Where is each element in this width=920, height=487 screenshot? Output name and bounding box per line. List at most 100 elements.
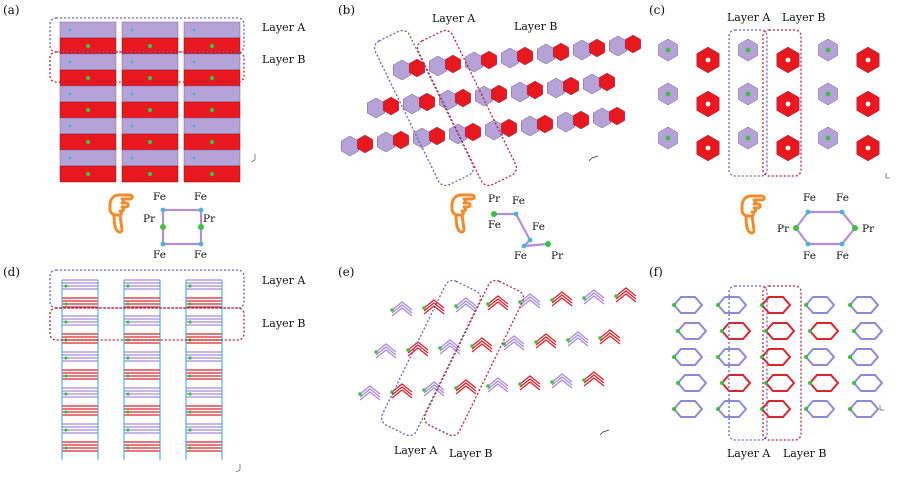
fe-atom xyxy=(130,124,134,128)
fe-polyhedron xyxy=(465,122,481,142)
hexagon-ring xyxy=(672,296,704,314)
pr-atom xyxy=(808,329,812,333)
pr-atom xyxy=(566,338,570,342)
pr-atom xyxy=(188,374,192,378)
zigzag-segment xyxy=(599,335,621,345)
panel-e-layer-b-box xyxy=(423,279,525,437)
hexagon-ring xyxy=(672,400,704,418)
pr-atom xyxy=(518,382,522,386)
zigzag-segment xyxy=(391,383,413,393)
pr-atom xyxy=(486,302,490,306)
fe-polyhedron xyxy=(599,72,615,92)
panel-d-label: (d) xyxy=(3,265,20,279)
zigzag-segment xyxy=(359,391,381,401)
zigzag-segment xyxy=(423,299,445,309)
pr-atom xyxy=(406,348,410,352)
zigzag-segment xyxy=(599,329,621,339)
pr-atom xyxy=(64,356,68,360)
panel-c-layer-b-box xyxy=(762,29,802,177)
pr-atom xyxy=(188,410,192,414)
zigzag-segment xyxy=(471,337,493,347)
pr-polyhedron xyxy=(183,53,241,71)
pr-atom xyxy=(374,350,378,354)
pr-atom xyxy=(126,320,130,324)
panel-a-square-motif xyxy=(160,207,204,247)
pr-polyhedron xyxy=(573,39,591,61)
hexagon-ring xyxy=(764,322,796,340)
pr-atom xyxy=(188,284,192,288)
fe-atom xyxy=(68,28,72,32)
panel-b-layer-b-label: Layer B xyxy=(514,20,557,33)
pr-polyhedron xyxy=(393,59,411,81)
pr-polyhedron xyxy=(439,89,457,111)
pr-atom xyxy=(209,171,215,177)
fe-atom xyxy=(130,28,134,32)
zigzag-segment xyxy=(583,292,605,302)
zigzag-segment xyxy=(583,377,605,387)
pr-polyhedron xyxy=(583,73,601,95)
pr-atom xyxy=(64,302,68,306)
pr-atom xyxy=(85,75,91,81)
pr-atom xyxy=(126,392,130,396)
panel-c-axis-icon xyxy=(885,173,890,179)
fe-atom xyxy=(130,60,134,64)
fe-polyhedron xyxy=(419,92,435,112)
zigzag-segment xyxy=(503,335,525,345)
panel-a-layer-b-label: Layer B xyxy=(262,53,305,66)
panel-a-fe-label-1: Fe xyxy=(153,191,166,203)
zigzag-segment xyxy=(487,301,509,311)
hexagon-ring xyxy=(804,400,836,418)
pr-atom xyxy=(665,135,671,141)
hexagon-ring xyxy=(808,322,840,340)
fe-atom xyxy=(68,92,72,96)
panel-b-fe-label-3: Fe xyxy=(532,221,545,233)
hexagon-ring xyxy=(716,400,748,418)
zigzag-segment xyxy=(439,339,461,349)
zigzag-segment xyxy=(519,381,541,391)
fe-polyhedron xyxy=(527,80,543,100)
fe-atom xyxy=(68,156,72,160)
zigzag-segment xyxy=(615,293,637,303)
pr-atom xyxy=(716,303,720,307)
zigzag-segment xyxy=(455,385,477,395)
pr-atom xyxy=(85,139,91,145)
panel-a-fe-label-2: Fe xyxy=(194,191,207,203)
panel-a-hand-icon xyxy=(108,193,134,234)
pr-polyhedron xyxy=(59,149,117,167)
fe-atom xyxy=(705,57,711,63)
fe-atom xyxy=(192,92,196,96)
pr-atom xyxy=(825,135,831,141)
pr-polyhedron xyxy=(121,21,179,39)
zigzag-segment xyxy=(455,382,477,392)
pr-atom xyxy=(147,171,153,177)
panel-f-layer-b-box xyxy=(762,285,802,441)
zigzag-segment xyxy=(503,338,525,348)
panel-c-fe-label-2: Fe xyxy=(836,192,849,204)
fe-atom xyxy=(192,124,196,128)
pr-atom xyxy=(126,302,130,306)
panel-b-hand-icon xyxy=(450,193,476,234)
zigzag-segment xyxy=(439,345,461,355)
pr-atom xyxy=(188,320,192,324)
zigzag-segment xyxy=(375,343,397,353)
pr-atom xyxy=(64,320,68,324)
zigzag-segment xyxy=(423,305,445,315)
pr-atom xyxy=(64,392,68,396)
zigzag-segment xyxy=(391,307,413,317)
panel-e-layer-b-label: Layer B xyxy=(449,447,492,460)
fe-atom xyxy=(192,28,196,32)
pr-atom xyxy=(64,374,68,378)
zigzag-segment xyxy=(519,296,541,306)
fe-atom xyxy=(130,92,134,96)
panel-f: (f) Layer A Layer B xyxy=(649,265,884,460)
panel-e: (e) Layer A Layer B xyxy=(338,265,637,460)
panel-c-fe-label-4: Fe xyxy=(836,250,849,262)
fe-polyhedron xyxy=(383,96,399,116)
fe-atom xyxy=(68,124,72,128)
fe-polyhedron xyxy=(491,84,507,104)
pr-atom xyxy=(188,356,192,360)
panel-c-layer-b-label: Layer B xyxy=(782,11,825,24)
pr-atom xyxy=(852,381,856,385)
fe-polyhedron xyxy=(357,134,373,154)
pr-atom xyxy=(672,303,676,307)
